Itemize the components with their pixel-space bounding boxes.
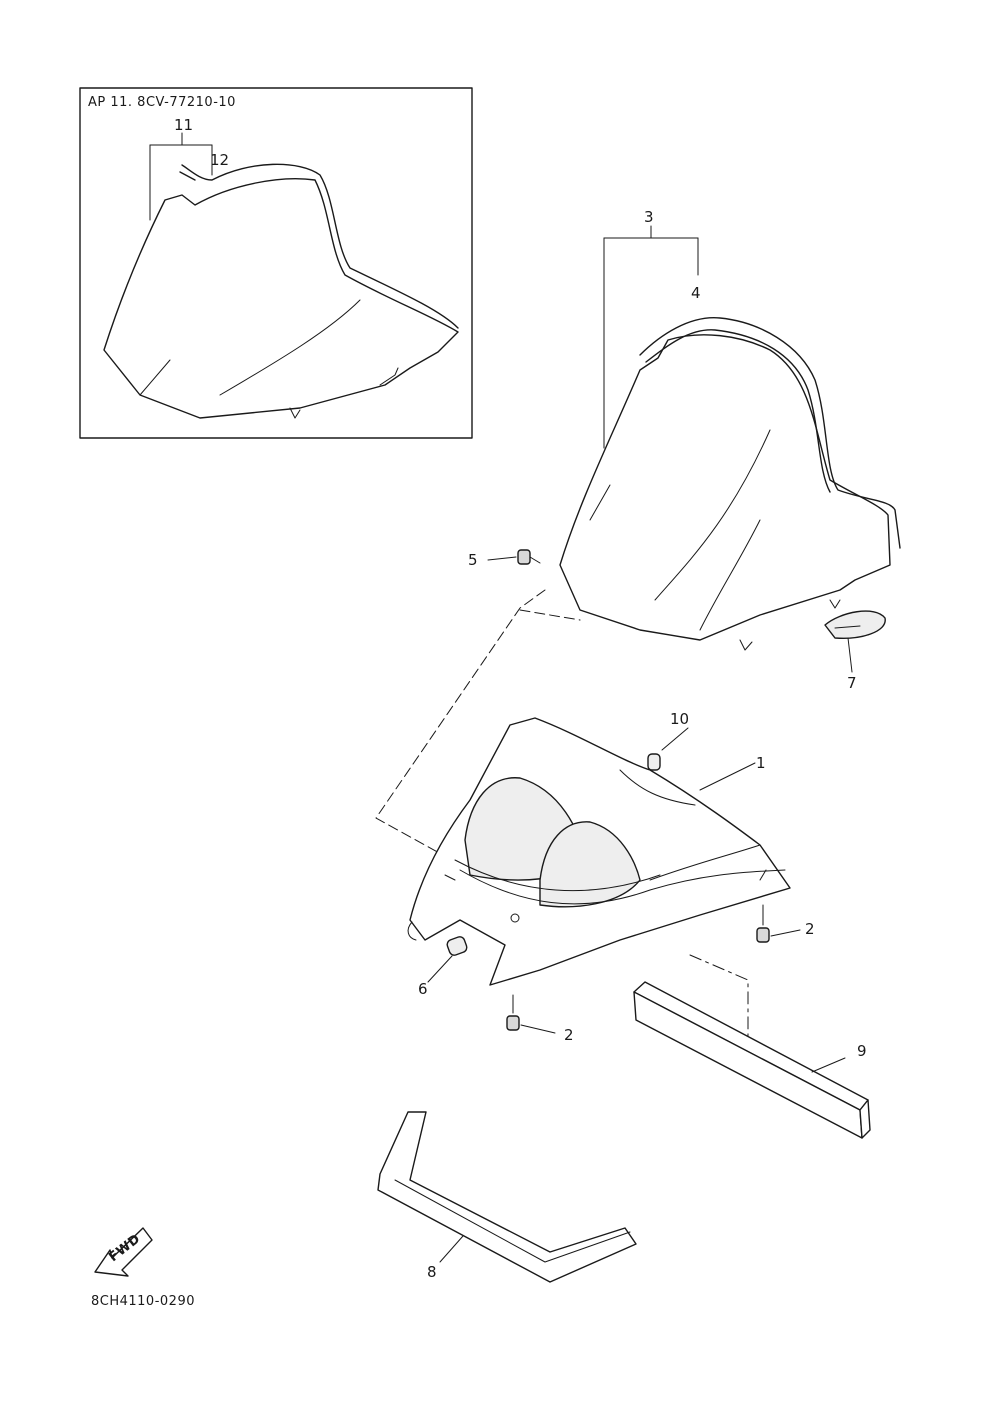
windshield-part [559,317,901,651]
diagram-code: 8CH4110-0290 [91,1294,195,1309]
callout-5: 5 [468,551,478,569]
windshield-alt-part [103,163,459,419]
trim-strip-8 [377,1111,637,1283]
callout-12: 12 [210,151,229,169]
foam-block-9 [633,981,871,1139]
fastener-7 [824,610,886,673]
callout-9: 9 [857,1042,867,1060]
grommet-10 [647,727,689,771]
inset-bracket [149,132,213,221]
callout-2-right: 2 [805,920,815,938]
bracket-3-4 [603,225,699,449]
callout-7: 7 [847,674,857,692]
callout-11: 11 [174,116,193,134]
inset-box: AP 11. 8CV-77210-10 11 12 [79,87,473,439]
callout-3: 3 [644,208,654,226]
callout-6: 6 [418,980,428,998]
callout-1: 1 [756,754,766,772]
callout-10: 10 [670,710,689,728]
bolt-2-right [756,904,801,943]
grommet-6 [427,936,468,983]
bolt-5 [487,549,541,565]
inset-header: AP 11. 8CV-77210-10 [88,95,236,110]
cowling-part [407,717,791,986]
callout-2-left: 2 [564,1026,574,1044]
bolt-2-left [506,994,556,1034]
callout-8: 8 [427,1263,437,1281]
fwd-arrow-icon: FWD [94,1227,153,1277]
callout-4: 4 [691,284,701,302]
